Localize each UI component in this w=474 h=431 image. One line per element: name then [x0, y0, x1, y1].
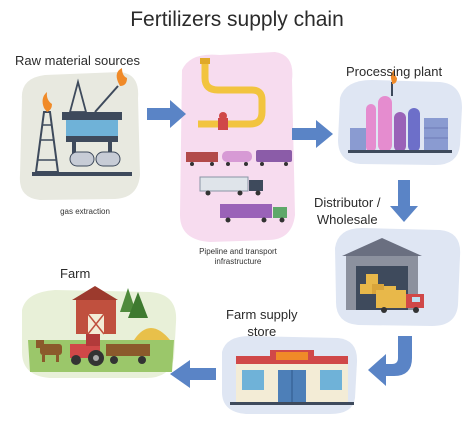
- arrow-store-to-farm: [170, 360, 216, 388]
- flow-arrows: [147, 100, 418, 388]
- arrow-processing-to-distributor: [390, 180, 418, 222]
- warehouse-illustration: [335, 228, 461, 326]
- farm-label: Farm: [60, 266, 91, 281]
- arrow-raw-to-pipeline: [147, 100, 186, 128]
- pipeline-caption: Pipeline and transport infrastructure: [182, 247, 294, 267]
- store-label-line1: Farm supply: [226, 307, 298, 322]
- diagram-title: Fertilizers supply chain: [130, 8, 344, 31]
- store-label: Farm supply store: [226, 306, 298, 340]
- pipeline-caption-line1: Pipeline and transport: [199, 247, 277, 256]
- gas-extraction-illustration: [19, 68, 141, 200]
- processing-plant-label: Processing plant: [346, 64, 443, 79]
- store-label-line2: store: [247, 324, 277, 339]
- processing-plant-illustration: [338, 70, 462, 165]
- farm-illustration: [22, 286, 177, 378]
- gas-extraction-caption: gas extraction: [60, 207, 110, 216]
- arrow-distributor-to-store: [368, 336, 412, 386]
- pipeline-transport-illustration: [180, 52, 295, 242]
- raw-material-label: Raw material sources: [15, 53, 140, 68]
- arrow-pipeline-to-processing: [292, 120, 333, 148]
- pipeline-caption-line2: infrastructure: [214, 257, 262, 266]
- store-illustration: [222, 336, 358, 414]
- distributor-label-line1: Distributor /: [314, 195, 381, 210]
- distributor-label: Distributor / Wholesale: [314, 194, 380, 228]
- distributor-label-line2: Wholesale: [316, 212, 378, 227]
